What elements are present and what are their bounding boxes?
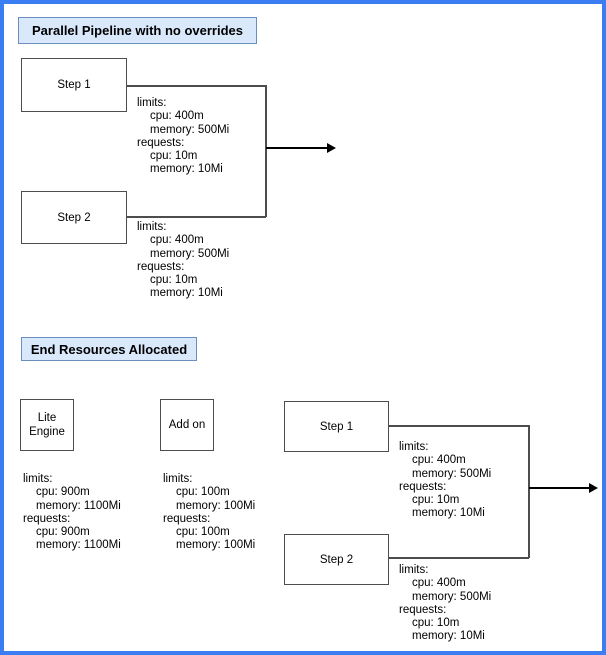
spec-line: cpu: 900m: [36, 526, 90, 539]
spec-line: memory: 100Mi: [176, 499, 256, 512]
node-label: Step 1: [319, 420, 354, 433]
connector-section2-merge: [528, 425, 530, 558]
node-label: Step 2: [57, 211, 91, 224]
spec-line: memory: 10Mi: [150, 163, 223, 176]
spec-line: requests:: [137, 136, 185, 149]
section2-title: End Resources Allocated: [21, 337, 197, 361]
spec-line: memory: 100Mi: [176, 539, 256, 552]
node-section2-step2: Step 2: [284, 534, 389, 585]
spec-line: memory: 1100Mi: [36, 539, 121, 552]
node-section1-step2: Step 2: [21, 191, 127, 244]
section1-title: Parallel Pipeline with no overrides: [18, 17, 257, 44]
resource-spec-section2-step2: limits: cpu: 400m memory: 500Mi requests…: [399, 564, 491, 644]
spec-line: memory: 500Mi: [150, 247, 230, 260]
spec-line: cpu: 10m: [412, 617, 460, 630]
arrow-shaft: [266, 147, 327, 149]
spec-line: memory: 1100Mi: [36, 499, 121, 512]
arrowhead-icon: [327, 143, 336, 153]
resource-spec-section1-step1: limits: cpu: 400m memory: 500Mi requests…: [137, 97, 229, 177]
spec-line: limits:: [137, 221, 167, 233]
resource-spec-section2-step1: limits: cpu: 400m memory: 500Mi requests…: [399, 441, 491, 521]
spec-line: memory: 10Mi: [412, 507, 485, 520]
node-add-on: Add on: [160, 399, 214, 451]
spec-line: limits:: [137, 97, 167, 109]
spec-line: cpu: 10m: [412, 494, 460, 507]
spec-line: cpu: 400m: [150, 110, 204, 123]
resource-spec-lite-engine: limits: cpu: 900m memory: 1100Mi request…: [23, 473, 121, 553]
node-section2-step1: Step 1: [284, 401, 389, 452]
spec-line: limits:: [399, 564, 429, 576]
spec-line: limits:: [23, 473, 53, 485]
spec-line: cpu: 10m: [150, 150, 198, 163]
spec-line: requests:: [23, 512, 71, 525]
spec-line: memory: 500Mi: [150, 123, 230, 136]
connector-section2-step1: [389, 425, 529, 427]
spec-line: requests:: [163, 512, 211, 525]
spec-line: cpu: 400m: [412, 577, 466, 590]
resource-spec-section1-step2: limits: cpu: 400m memory: 500Mi requests…: [137, 221, 229, 301]
spec-line: requests:: [137, 260, 185, 273]
node-label: Lite Engine: [29, 412, 65, 438]
spec-line: cpu: 900m: [36, 486, 90, 499]
node-label: Step 1: [57, 79, 91, 91]
node-label: Step 2: [319, 553, 354, 566]
spec-line: memory: 10Mi: [412, 630, 485, 643]
spec-line: cpu: 100m: [176, 526, 230, 539]
connector-section1-step1: [127, 85, 266, 87]
spec-line: cpu: 400m: [150, 234, 204, 247]
node-lite-engine: Lite Engine: [20, 399, 74, 451]
spec-line: cpu: 400m: [412, 454, 466, 467]
spec-line: memory: 500Mi: [412, 467, 492, 480]
spec-line: cpu: 10m: [150, 274, 198, 287]
connector-section1-merge: [265, 85, 267, 217]
arrow-shaft: [529, 487, 589, 489]
spec-line: requests:: [399, 480, 447, 493]
connector-section2-step2: [389, 557, 529, 559]
spec-line: limits:: [399, 441, 429, 453]
arrowhead-icon: [589, 483, 598, 493]
spec-line: requests:: [399, 603, 447, 616]
spec-line: limits:: [163, 473, 193, 485]
node-section1-step1: Step 1: [21, 58, 127, 112]
resource-spec-add-on: limits: cpu: 100m memory: 100Mi requests…: [163, 473, 255, 553]
node-label: Add on: [168, 419, 206, 431]
spec-line: cpu: 100m: [176, 486, 230, 499]
spec-line: memory: 10Mi: [150, 287, 223, 300]
section2-output-arrow: [529, 482, 598, 494]
section1-output-arrow: [266, 142, 336, 154]
spec-line: memory: 500Mi: [412, 590, 492, 603]
connector-section1-step2: [127, 216, 266, 218]
